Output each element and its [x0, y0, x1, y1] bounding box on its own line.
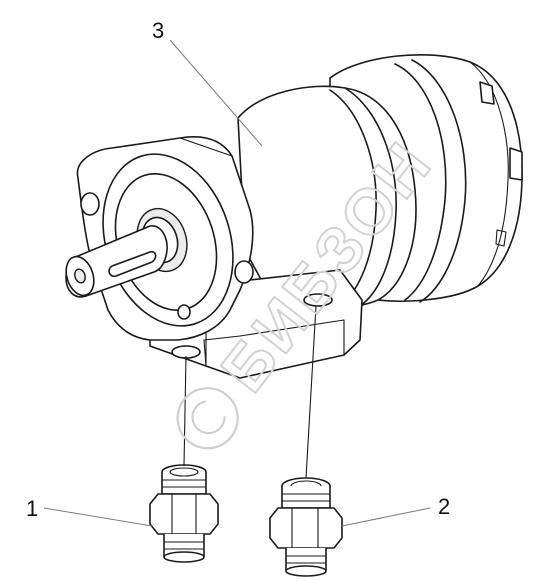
copyright-icon: [176, 387, 239, 450]
callout-3: 3: [152, 18, 164, 43]
callout-2: 2: [438, 494, 450, 519]
callout-1-leader: [43, 507, 153, 527]
fitting-left: [149, 464, 219, 563]
callout-3-leader: [169, 39, 263, 147]
fitting-left-axis-line: [183, 355, 187, 467]
fitting-right-axis-line: [305, 305, 317, 479]
fitting-right: [269, 477, 343, 577]
hydraulic-motor: [65, 54, 523, 379]
callout-2-leader: [341, 507, 431, 527]
callout-1: 1: [26, 496, 38, 521]
